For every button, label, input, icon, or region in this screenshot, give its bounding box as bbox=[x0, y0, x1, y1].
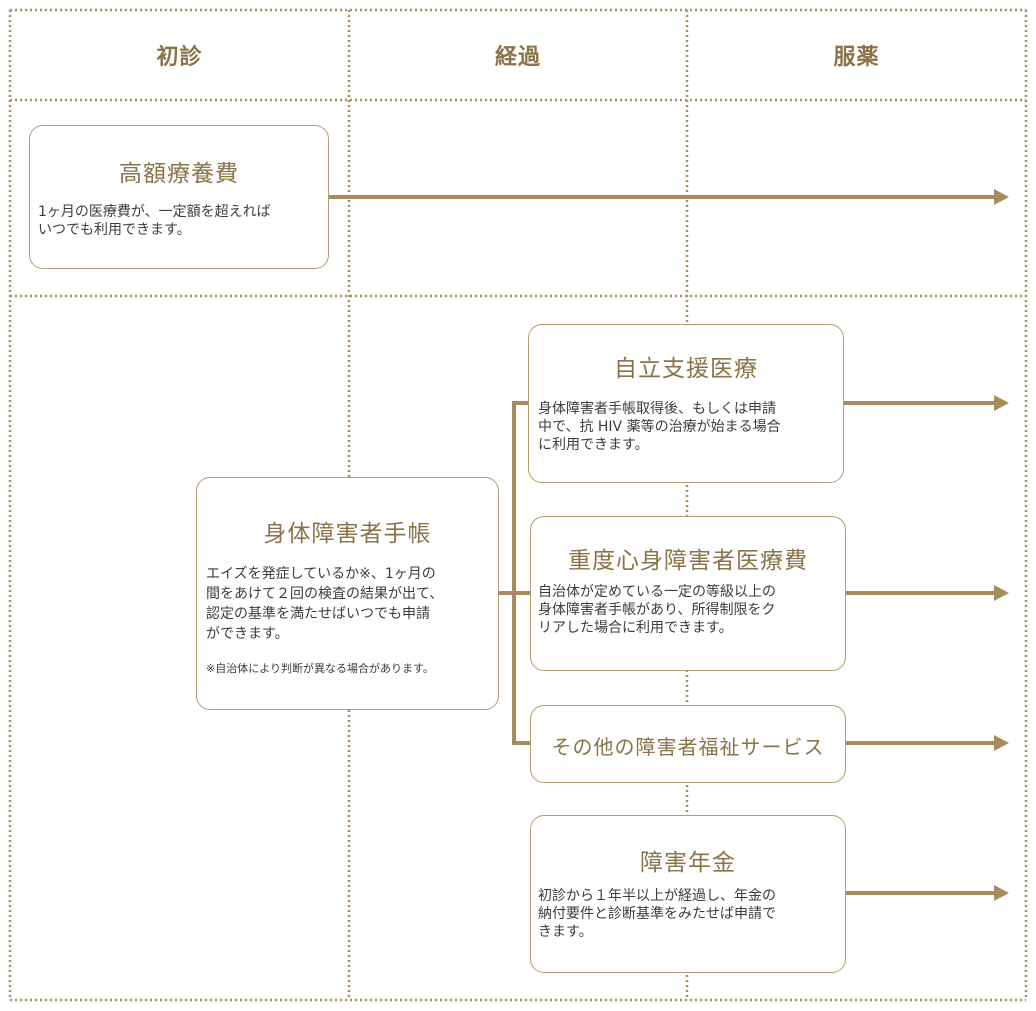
header-shoshin: 初診 bbox=[10, 10, 349, 100]
jiritsu-title: 自立支援医療 bbox=[614, 356, 758, 382]
shintai-title: 身体障害者手帳 bbox=[263, 521, 432, 547]
header-shoshin-label: 初診 bbox=[156, 45, 203, 70]
arrow-heads bbox=[994, 189, 1009, 901]
kougaku-title: 高額療養費 bbox=[119, 161, 239, 187]
shintai-note: ※自治体により判断が異なる場合があります。 bbox=[206, 662, 434, 675]
jiritsu-box: 自立支援医療 身体障害者手帳取得後、もしくは申請 中で、抗 HIV 薬等の治療が… bbox=[528, 324, 844, 483]
shintai-box: 身体障害者手帳 エイズを発症しているか※、1ヶ月の 間をあけて２回の検査の結果が… bbox=[196, 477, 499, 710]
sonota-box: その他の障害者福祉サービス bbox=[530, 705, 846, 783]
juudo-box: 重度心身障害者医療費 自治体が定めている一定の等級以上の 身体障害者手帳があり、… bbox=[530, 516, 846, 671]
arrow-head-nenkin bbox=[994, 885, 1009, 901]
kougaku-desc: 1ヶ月の医療費が、一定額を超えれば いつでも利用できます。 bbox=[38, 204, 271, 238]
arrow-head-kougaku bbox=[994, 189, 1009, 205]
juudo-desc: 自治体が定めている一定の等級以上の 身体障害者手帳があり、所得制限をク リアした… bbox=[538, 584, 776, 636]
shintai-desc: エイズを発症しているか※、1ヶ月の 間をあけて２回の検査の結果が出て、 認定の基… bbox=[206, 566, 444, 642]
connector-lines bbox=[328, 195, 998, 895]
juudo-title: 重度心身障害者医療費 bbox=[568, 548, 808, 574]
arrow-head-juudo bbox=[994, 585, 1009, 601]
sonota-title: その他の障害者福祉サービス bbox=[551, 735, 825, 759]
header-fukuyaku: 服薬 bbox=[687, 10, 1026, 100]
header-keika-label: 経過 bbox=[494, 45, 541, 70]
arrow-head-jiritsu bbox=[994, 395, 1009, 411]
nenkin-title: 障害年金 bbox=[640, 850, 736, 876]
arrow-head-sonota bbox=[994, 735, 1009, 751]
header-keika: 経過 bbox=[349, 10, 687, 100]
jiritsu-desc: 身体障害者手帳取得後、もしくは申請 中で、抗 HIV 薬等の治療が始まる場合 に… bbox=[538, 401, 781, 453]
kougaku-box: 高額療養費 1ヶ月の医療費が、一定額を超えれば いつでも利用できます。 bbox=[29, 125, 329, 269]
header-fukuyaku-label: 服薬 bbox=[833, 45, 880, 70]
nenkin-desc: 初診から１年半以上が経過し、年金の 納付要件と診断基準をみたせば申請で きます。 bbox=[538, 888, 776, 940]
nenkin-box: 障害年金 初診から１年半以上が経過し、年金の 納付要件と診断基準をみたせば申請で… bbox=[530, 815, 846, 973]
